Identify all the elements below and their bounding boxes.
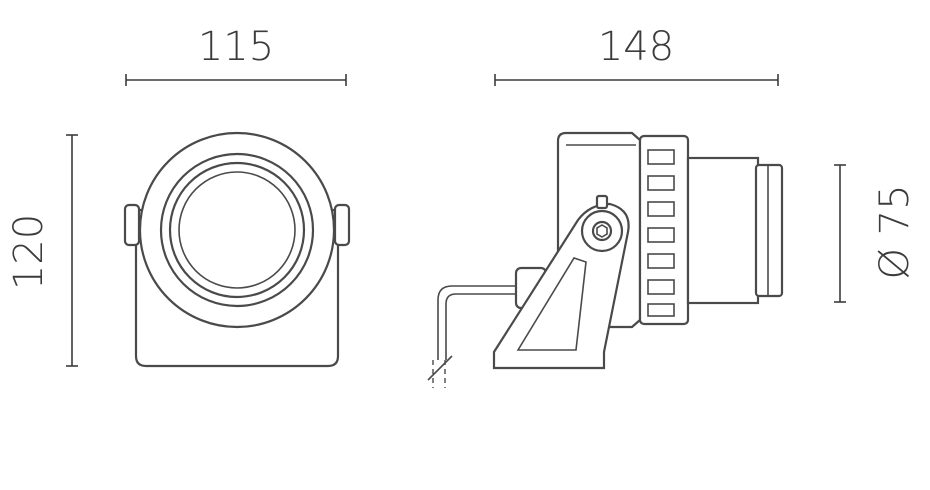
pivot-inner: [591, 220, 613, 242]
cable-inner: [445, 293, 520, 360]
lens-ring: [168, 161, 306, 299]
cable: [437, 285, 520, 360]
dimension-label-diameter: Ø 75: [872, 184, 918, 279]
lens: [178, 171, 296, 289]
cable-break: [427, 355, 453, 381]
dimension-side-length: 148: [494, 24, 779, 86]
dimension-front-width: 115: [125, 24, 347, 86]
right-knob: [333, 203, 351, 247]
side-view: [427, 131, 784, 388]
dimension-height: 120: [6, 134, 78, 367]
left-knob: [123, 203, 141, 247]
fins: [647, 149, 675, 317]
dimension-label-148: 148: [598, 24, 674, 70]
pivot-hex: [596, 224, 608, 238]
dimension-label-115: 115: [198, 24, 274, 70]
side-bracket-window: [516, 257, 587, 351]
dimension-diameter: Ø 75: [834, 164, 918, 303]
pivot-screw-head: [595, 194, 609, 210]
front-lens-cap: [754, 163, 784, 298]
front-view: [123, 131, 351, 368]
dimension-label-120: 120: [6, 214, 52, 290]
front-barrel: [686, 156, 760, 305]
